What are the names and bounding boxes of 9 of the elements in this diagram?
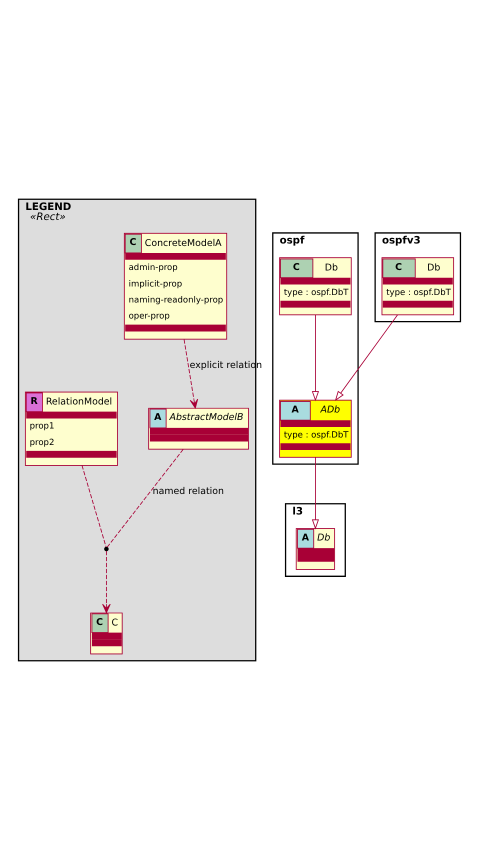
connector bbox=[82, 465, 106, 548]
connector bbox=[106, 449, 184, 548]
arrow bbox=[312, 456, 320, 530]
edge-label: named relation bbox=[152, 486, 224, 498]
arrow bbox=[334, 314, 398, 402]
arrow bbox=[184, 339, 198, 409]
node-dot bbox=[104, 546, 109, 552]
arrow bbox=[312, 314, 320, 402]
arrow bbox=[102, 550, 111, 614]
